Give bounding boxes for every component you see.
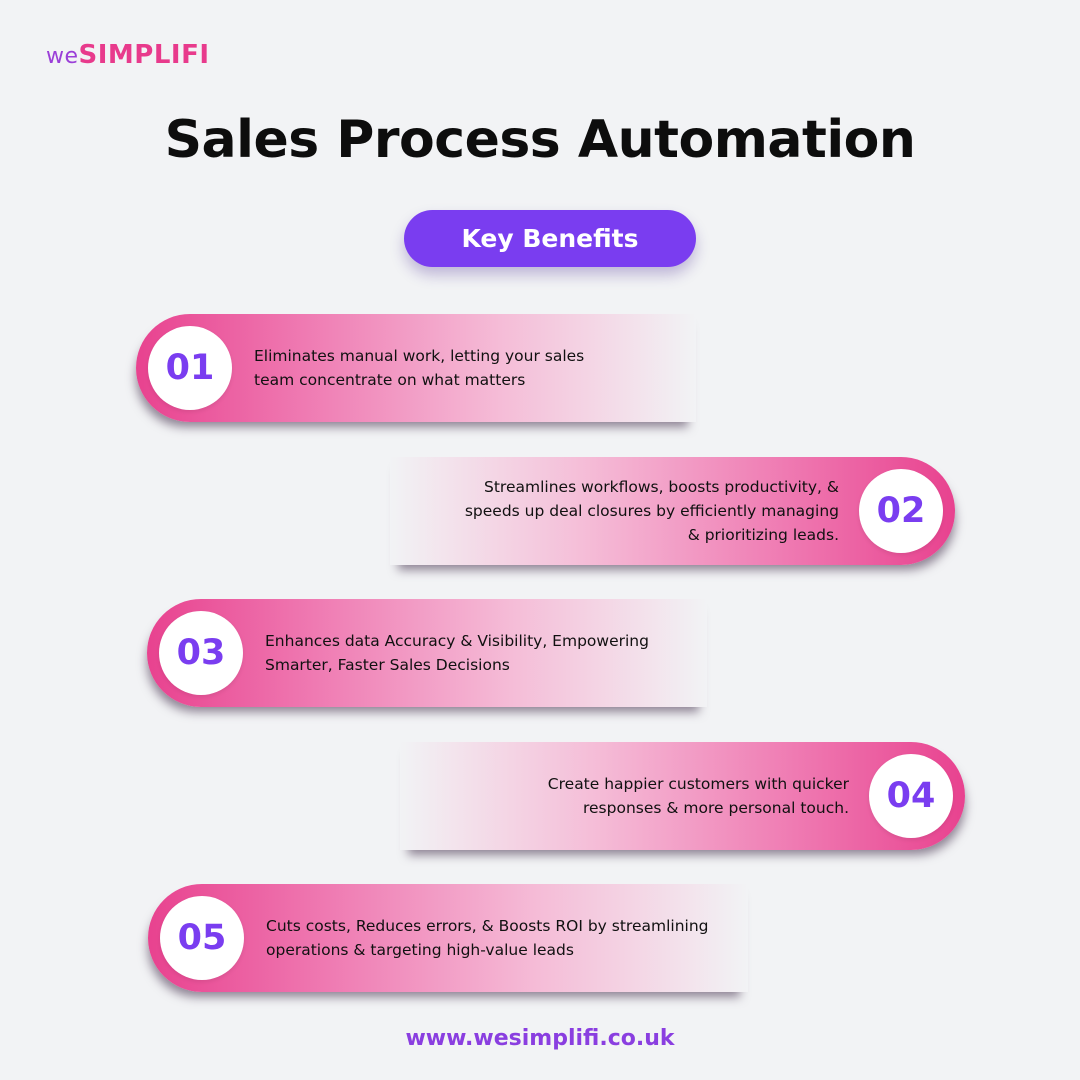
benefit-text-05: Cuts costs, Reduces errors, & Boosts ROI… xyxy=(266,914,709,962)
benefit-number-02: 02 xyxy=(859,469,943,553)
benefit-text-line: Enhances data Accuracy & Visibility, Emp… xyxy=(265,632,649,650)
benefit-text-line: operations & targeting high-value leads xyxy=(266,941,574,959)
benefit-number-01: 01 xyxy=(148,326,232,410)
benefit-text-line: Streamlines workflows, boosts productivi… xyxy=(484,478,839,496)
website-link[interactable]: www.wesimplifi.co.uk xyxy=(405,1026,675,1051)
benefit-text-line: Eliminates manual work, letting your sal… xyxy=(254,347,585,365)
benefit-card-02: 02 Streamlines workflows, boosts product… xyxy=(390,457,955,565)
benefit-number-05: 05 xyxy=(160,896,244,980)
benefit-card-04: 04 Create happier customers with quicker… xyxy=(400,742,965,850)
benefit-text-04: Create happier customers with quicker re… xyxy=(548,772,849,820)
benefit-text-line: Cuts costs, Reduces errors, & Boosts ROI… xyxy=(266,917,709,935)
benefit-text-line: Create happier customers with quicker xyxy=(547,775,849,793)
brand-logo: weSIMPLIFI xyxy=(46,40,210,70)
benefit-text-01: Eliminates manual work, letting your sal… xyxy=(254,344,584,392)
benefit-card-01: 01 Eliminates manual work, letting your … xyxy=(136,314,696,422)
benefit-text-03: Enhances data Accuracy & Visibility, Emp… xyxy=(265,629,649,677)
key-benefits-label: Key Benefits xyxy=(461,224,639,253)
benefit-number-04: 04 xyxy=(869,754,953,838)
logo-name: SIMPLIFI xyxy=(78,40,210,70)
benefit-text-line: responses & more personal touch. xyxy=(582,799,849,817)
benefit-text-02: Streamlines workflows, boosts productivi… xyxy=(465,475,839,547)
logo-prefix: we xyxy=(46,44,79,69)
benefit-number-03: 03 xyxy=(159,611,243,695)
benefit-text-line: Smarter, Faster Sales Decisions xyxy=(265,656,510,674)
key-benefits-badge: Key Benefits xyxy=(404,210,696,267)
benefit-card-05: 05 Cuts costs, Reduces errors, & Boosts … xyxy=(148,884,748,992)
benefit-card-03: 03 Enhances data Accuracy & Visibility, … xyxy=(147,599,707,707)
page-title: Sales Process Automation xyxy=(164,110,916,170)
benefit-text-line: speeds up deal closures by efficiently m… xyxy=(464,502,839,520)
benefit-text-line: & prioritizing leads. xyxy=(687,526,839,544)
benefit-text-line: team concentrate on what matters xyxy=(254,371,526,389)
